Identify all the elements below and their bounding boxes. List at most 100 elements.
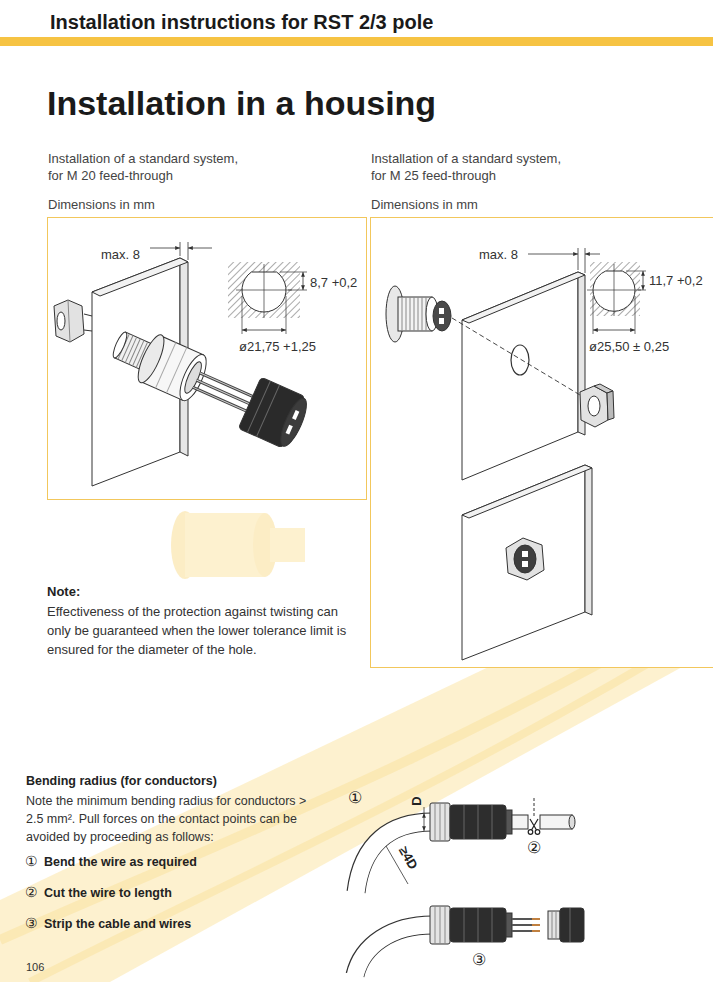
figure-panel: Installation of a standard system, for M… — [370, 217, 713, 668]
scissors-symbol — [530, 819, 538, 830]
connector-housing — [193, 373, 252, 411]
bent-cable — [356, 822, 433, 893]
step-number: ② — [25, 884, 38, 902]
dimension-lines — [424, 813, 425, 831]
cable-connector — [506, 810, 512, 834]
cable-connector — [430, 803, 450, 841]
dimension-label: 11,7 +0,2 — [649, 273, 703, 289]
mounted-plate — [522, 561, 528, 567]
hex-nut — [68, 300, 70, 342]
connector-housing — [292, 410, 299, 420]
callout-number: ① — [348, 788, 362, 808]
dimension-label: ø25,50 ± 0,25 — [589, 339, 669, 355]
cable-end — [512, 815, 528, 829]
plug-insert — [552, 911, 556, 939]
connector-housing — [286, 425, 293, 435]
hex-nut — [57, 312, 65, 330]
scissors-symbol — [528, 819, 540, 834]
hole-cutout — [303, 272, 304, 290]
section-heading: Bending radius (for conductors) — [26, 774, 217, 790]
step-text: Strip the cable and wires — [44, 917, 191, 933]
hole-cutout — [590, 262, 640, 316]
dimension-lines — [424, 807, 425, 813]
dimension-lines — [578, 248, 585, 273]
cable-connector — [464, 908, 492, 942]
hex-nut — [84, 314, 92, 316]
cable-connector — [450, 908, 506, 942]
mounted-plate — [514, 545, 536, 573]
hole-cutout — [593, 330, 635, 331]
hole-cutout — [242, 330, 286, 331]
panel-ground — [370, 217, 713, 668]
stripped-wires — [512, 919, 540, 931]
stripped-wires — [512, 919, 540, 931]
dimension-lines — [150, 242, 212, 260]
cable-end — [534, 798, 535, 816]
step-text: Cut the wire to length — [44, 886, 172, 902]
cable-end — [512, 798, 575, 829]
mounted-plate — [462, 465, 592, 518]
panel-ground — [47, 217, 713, 668]
hex-nut — [54, 300, 84, 342]
dimension-label: D — [408, 796, 424, 805]
dimension-lines — [528, 248, 600, 273]
dimension-lines — [180, 242, 188, 260]
cable-connector — [464, 805, 492, 839]
plug-insert — [560, 908, 584, 942]
mounting-plate — [462, 272, 585, 480]
mounted-plate — [506, 538, 544, 580]
panel-heading: Installation of a standard system, for M… — [48, 150, 248, 184]
panel-ground — [47, 217, 367, 500]
connector-housing — [433, 301, 451, 331]
mounting-plate — [462, 272, 585, 323]
panel-heading: Installation of a standard system, for M… — [371, 150, 571, 184]
dimension-note: Dimensions in mm — [371, 197, 478, 213]
hex-nut — [588, 396, 600, 416]
dimension-note: Dimensions in mm — [48, 197, 155, 213]
dimension-label: 8,7 +0,2 — [310, 275, 357, 291]
hex-nut — [607, 391, 614, 420]
callout-number: ③ — [472, 950, 486, 970]
connector-housing — [105, 318, 312, 451]
hex-nut — [580, 386, 608, 427]
body-text: Note the minimum bending radius for cond… — [26, 792, 316, 846]
dimension-lines — [188, 248, 212, 249]
connector-housing — [193, 373, 252, 411]
connector-housing — [439, 318, 444, 324]
mounting-plate — [92, 258, 188, 296]
plug-insert — [548, 911, 560, 939]
connector-housing — [247, 381, 279, 436]
step-number: ③ — [25, 915, 38, 933]
dimension-lines — [528, 254, 578, 255]
mounting-plate — [462, 272, 578, 480]
cable-end — [569, 815, 575, 829]
dimension-label: ≥4D — [395, 844, 421, 873]
plug-insert — [570, 908, 571, 942]
bent-cable — [356, 822, 432, 892]
dimension-lines — [386, 807, 424, 884]
connector-housing — [402, 297, 426, 331]
hole-cutout — [643, 271, 644, 290]
scissors-symbol — [535, 830, 540, 835]
bent-cable — [355, 925, 433, 976]
dimension-label: max. 8 — [479, 247, 518, 263]
hole-cutout — [228, 262, 307, 334]
connector-housing — [175, 351, 212, 404]
cable-connector — [430, 906, 512, 944]
mounted-plate — [462, 465, 592, 660]
plug-insert — [548, 908, 584, 942]
hex-nut — [54, 300, 92, 342]
connector-housing — [133, 332, 169, 386]
cable-end — [540, 815, 572, 829]
watermark-connector — [270, 528, 305, 562]
note-text: Effectiveness of the protection against … — [47, 602, 352, 659]
watermark-connector — [171, 511, 305, 579]
stripped-wires — [532, 919, 540, 931]
mounted-plate — [522, 551, 528, 557]
hex-nut — [580, 384, 614, 427]
cable-connector — [430, 803, 512, 841]
cable-connector — [435, 803, 445, 841]
dimension-lines — [585, 254, 600, 255]
dimension-lines — [150, 248, 180, 249]
